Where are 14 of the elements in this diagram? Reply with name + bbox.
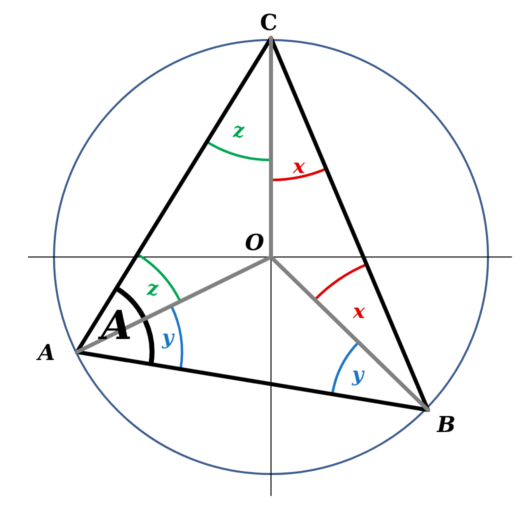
radius-line	[269, 255, 430, 412]
radius-line	[269, 36, 273, 259]
angle-label: x	[293, 156, 305, 176]
angle-label: z	[147, 278, 158, 298]
radius-line	[75, 255, 273, 354]
angle-label: z	[233, 120, 244, 140]
triangle-side	[75, 350, 430, 412]
point-label: A	[38, 342, 56, 364]
angle-label: x	[353, 301, 365, 321]
angle-label: y	[352, 364, 364, 384]
point-label: C	[260, 12, 278, 34]
point-label: B	[437, 414, 456, 436]
point-label: O	[245, 232, 264, 254]
angle-label: y	[162, 327, 174, 347]
